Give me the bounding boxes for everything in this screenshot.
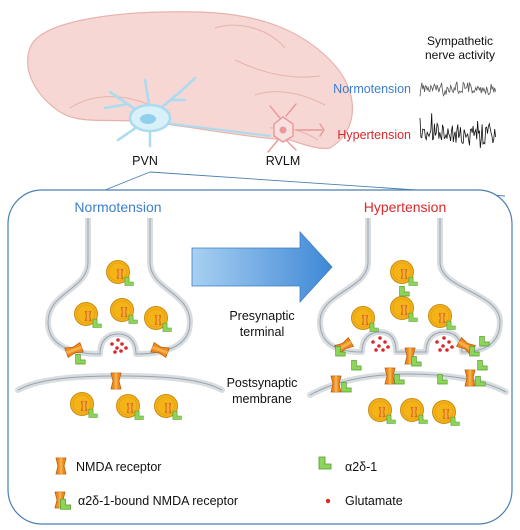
legend-nmda-label: NMDA receptor xyxy=(76,460,161,474)
right-postsynaptic-vesicles xyxy=(368,398,460,426)
pvn-neuron xyxy=(103,76,271,148)
legend-glutamate-icon xyxy=(325,498,331,504)
hypertension-nerve-trace xyxy=(419,113,496,149)
brain-sagittal xyxy=(27,11,353,150)
normotension-panel-title: Normotension xyxy=(74,199,161,215)
legend-bound-nmda-label: α2δ-1-bound NMDA receptor xyxy=(78,494,238,508)
normotension-nerve-trace xyxy=(419,81,496,97)
hypertension-panel-title: Hypertension xyxy=(364,199,447,215)
sympathetic-label-line2: nerve activity xyxy=(425,48,495,62)
pvn-label: PVN xyxy=(132,154,158,168)
normotension-top-label: Normotension xyxy=(333,82,411,96)
rvlm-label: RVLM xyxy=(266,154,301,168)
hypertension-top-label: Hypertension xyxy=(337,128,411,142)
postsynaptic-label-line2: membrane xyxy=(232,392,292,406)
postsynaptic-label-line1: Postsynaptic xyxy=(227,376,298,390)
progression-arrow xyxy=(191,230,333,304)
presynaptic-label-line2: terminal xyxy=(240,325,284,339)
rvlm-neuron xyxy=(267,103,325,153)
sympathetic-label-line1: Sympathetic xyxy=(427,34,493,48)
presynaptic-label-line1: Presynaptic xyxy=(229,309,294,323)
left-glutamate xyxy=(110,338,128,354)
legend-glutamate-label: Glutamate xyxy=(345,494,403,508)
right-glutamate xyxy=(371,336,454,352)
legend-a2d1-label: α2δ-1 xyxy=(345,460,377,474)
